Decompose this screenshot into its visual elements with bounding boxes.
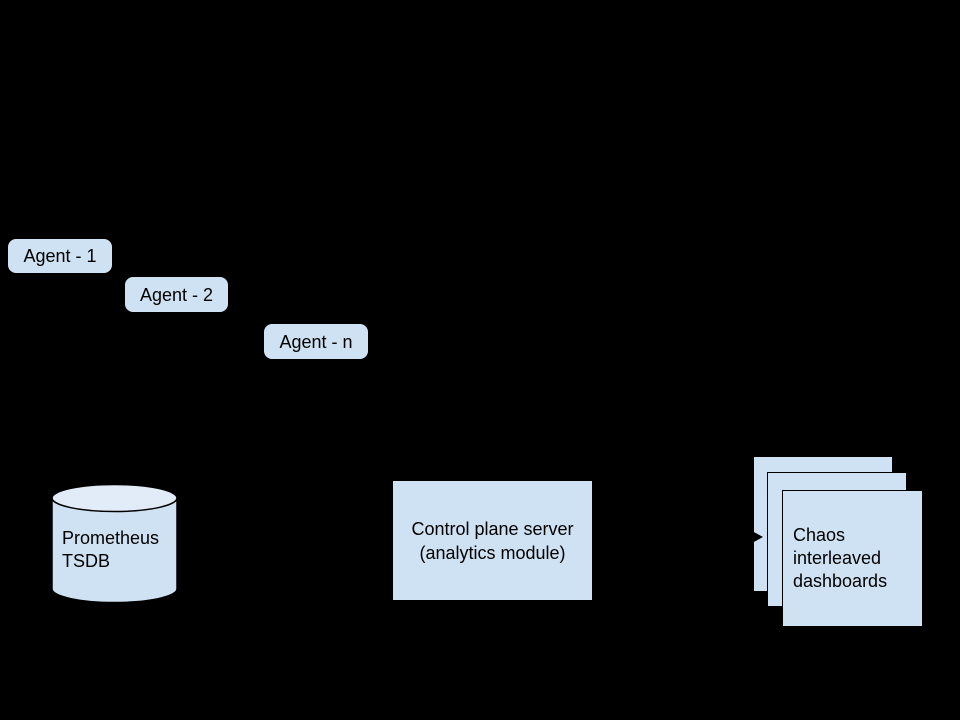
agent-2-label: Agent - 2: [139, 284, 214, 305]
arrowhead-right-icon: [752, 531, 763, 543]
agent-2-node: Agent - 2: [125, 277, 228, 312]
database-cylinder-icon: [51, 483, 178, 604]
dashboards-label: Chaos interleaved dashboards: [793, 525, 888, 591]
dashboard-stack-front: Chaos interleaved dashboards: [782, 490, 923, 627]
database-label: Prometheus TSDB: [62, 528, 160, 571]
agent-n-label: Agent - n: [279, 331, 353, 352]
agent-1-label: Agent - 1: [23, 246, 97, 266]
control-plane-server-node: Control plane server (analytics module): [393, 481, 592, 600]
agent-n-node: Agent - n: [264, 324, 368, 359]
control-plane-server-label: Control plane server (analytics module): [411, 518, 574, 563]
agent-1-node: Agent - 1: [8, 239, 112, 273]
database-cylinder-node: Prometheus TSDB: [51, 483, 178, 604]
